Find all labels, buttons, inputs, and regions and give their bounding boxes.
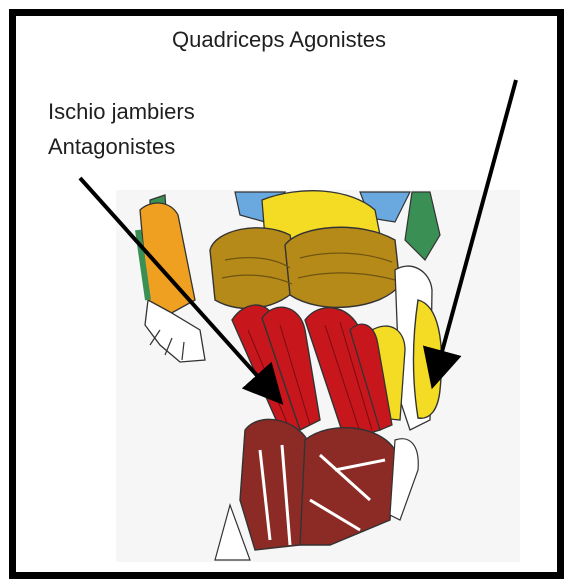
calf-left: [240, 419, 310, 550]
label-ischio-jambiers: Ischio jambiers: [48, 98, 195, 126]
gluteus-maximus-left: [210, 228, 300, 309]
gluteus-maximus-right: [285, 227, 400, 307]
label-quadriceps: Quadriceps Agonistes: [172, 26, 386, 54]
label-antagonistes: Antagonistes: [48, 133, 175, 161]
